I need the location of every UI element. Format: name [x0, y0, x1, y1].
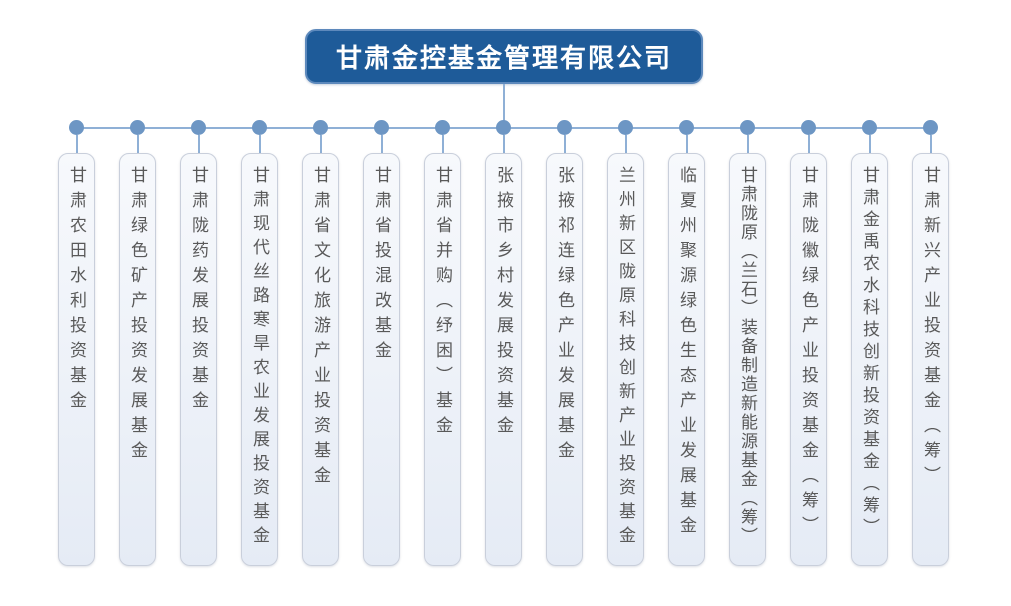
fund-box: 临夏州聚源绿色生态产业发展基金 — [668, 153, 705, 566]
fund-node: 张掖祁连绿色产业发展基金 — [546, 120, 583, 566]
connector-dot — [69, 120, 84, 135]
fund-box: 张掖祁连绿色产业发展基金 — [546, 153, 583, 566]
fund-box: 张掖市乡村发展投资基金 — [485, 153, 522, 566]
fund-label: 张掖祁连绿色产业发展基金 — [555, 166, 574, 466]
root-node: 甘肃金控基金管理有限公司 — [305, 29, 703, 84]
connector-dot — [862, 120, 877, 135]
connector-stem — [319, 135, 322, 153]
fund-label: 甘肃新兴产业投资基金（筹） — [921, 166, 940, 491]
fund-box: 甘肃省文化旅游产业投资基金 — [302, 153, 339, 566]
fund-columns: 甘肃农田水利投资基金 甘肃绿色矿产投资发展基金 甘肃陇药发展投资基金 甘肃现代丝… — [58, 120, 949, 566]
fund-node: 甘肃省并购（纾困）基金 — [424, 120, 461, 566]
fund-label: 甘肃农田水利投资基金 — [67, 166, 86, 416]
connector-stem — [929, 135, 932, 153]
connector-dot — [313, 120, 328, 135]
connector-stem — [502, 135, 505, 153]
fund-node: 甘肃绿色矿产投资发展基金 — [119, 120, 156, 566]
connector-stem — [746, 135, 749, 153]
fund-label: 张掖市乡村发展投资基金 — [494, 166, 513, 441]
fund-box: 甘肃现代丝路寒旱农业发展投资基金 — [241, 153, 278, 566]
connector-stem — [441, 135, 444, 153]
connector-stem — [868, 135, 871, 153]
fund-label: 甘肃绿色矿产投资发展基金 — [128, 166, 147, 466]
fund-node: 甘肃新兴产业投资基金（筹） — [912, 120, 949, 566]
fund-box: 甘肃省并购（纾困）基金 — [424, 153, 461, 566]
fund-box: 甘肃陇药发展投资基金 — [180, 153, 217, 566]
fund-box: 甘肃金禹农水科技创新投资基金（筹） — [851, 153, 888, 566]
connector-stem — [75, 135, 78, 153]
connector-dot — [191, 120, 206, 135]
fund-node: 临夏州聚源绿色生态产业发展基金 — [668, 120, 705, 566]
connector-dot — [557, 120, 572, 135]
fund-label: 甘肃陇药发展投资基金 — [189, 166, 208, 416]
fund-label: 甘肃陇徽绿色产业投资基金（筹） — [799, 166, 818, 541]
fund-node: 甘肃现代丝路寒旱农业发展投资基金 — [241, 120, 278, 566]
connector-dot — [801, 120, 816, 135]
fund-label: 甘肃现代丝路寒旱农业发展投资基金 — [250, 166, 269, 550]
fund-node: 甘肃金禹农水科技创新投资基金（筹） — [851, 120, 888, 566]
fund-label: 甘肃省文化旅游产业投资基金 — [311, 166, 330, 491]
fund-node: 甘肃陇药发展投资基金 — [180, 120, 217, 566]
fund-box: 甘肃陇原（兰石）装备制造新能源基金（筹） — [729, 153, 766, 566]
connector-stem — [380, 135, 383, 153]
connector-stem — [197, 135, 200, 153]
fund-node: 甘肃陇徽绿色产业投资基金（筹） — [790, 120, 827, 566]
fund-label: 临夏州聚源绿色生态产业发展基金 — [677, 166, 696, 541]
fund-box: 甘肃陇徽绿色产业投资基金（筹） — [790, 153, 827, 566]
root-node-label: 甘肃金控基金管理有限公司 — [335, 43, 672, 73]
connector-stem — [807, 135, 810, 153]
connector-dot — [435, 120, 450, 135]
fund-box: 甘肃省投混改基金 — [363, 153, 400, 566]
fund-node: 甘肃农田水利投资基金 — [58, 120, 95, 566]
fund-node: 张掖市乡村发展投资基金 — [485, 120, 522, 566]
connector-dot — [374, 120, 389, 135]
fund-node: 甘肃陇原（兰石）装备制造新能源基金（筹） — [729, 120, 766, 566]
fund-label: 甘肃省并购（纾困）基金 — [433, 166, 452, 441]
connector-dot — [679, 120, 694, 135]
connector-dot — [740, 120, 755, 135]
fund-node: 甘肃省投混改基金 — [363, 120, 400, 566]
fund-label: 甘肃陇原（兰石）装备制造新能源基金（筹） — [738, 166, 757, 546]
fund-box: 甘肃绿色矿产投资发展基金 — [119, 153, 156, 566]
connector-dot — [252, 120, 267, 135]
fund-label: 甘肃金禹农水科技创新投资基金（筹） — [860, 166, 879, 540]
fund-label: 甘肃省投混改基金 — [372, 166, 391, 366]
fund-node: 兰州新区陇原科技创新产业投资基金 — [607, 120, 644, 566]
connector-stem — [685, 135, 688, 153]
connector-dot — [130, 120, 145, 135]
fund-label: 兰州新区陇原科技创新产业投资基金 — [616, 166, 635, 550]
root-stem-connector — [503, 84, 505, 128]
connector-stem — [136, 135, 139, 153]
fund-node: 甘肃省文化旅游产业投资基金 — [302, 120, 339, 566]
connector-stem — [624, 135, 627, 153]
fund-box: 兰州新区陇原科技创新产业投资基金 — [607, 153, 644, 566]
connector-stem — [258, 135, 261, 153]
fund-box: 甘肃农田水利投资基金 — [58, 153, 95, 566]
connector-dot — [923, 120, 938, 135]
connector-stem — [563, 135, 566, 153]
connector-dot — [496, 120, 511, 135]
fund-box: 甘肃新兴产业投资基金（筹） — [912, 153, 949, 566]
connector-dot — [618, 120, 633, 135]
